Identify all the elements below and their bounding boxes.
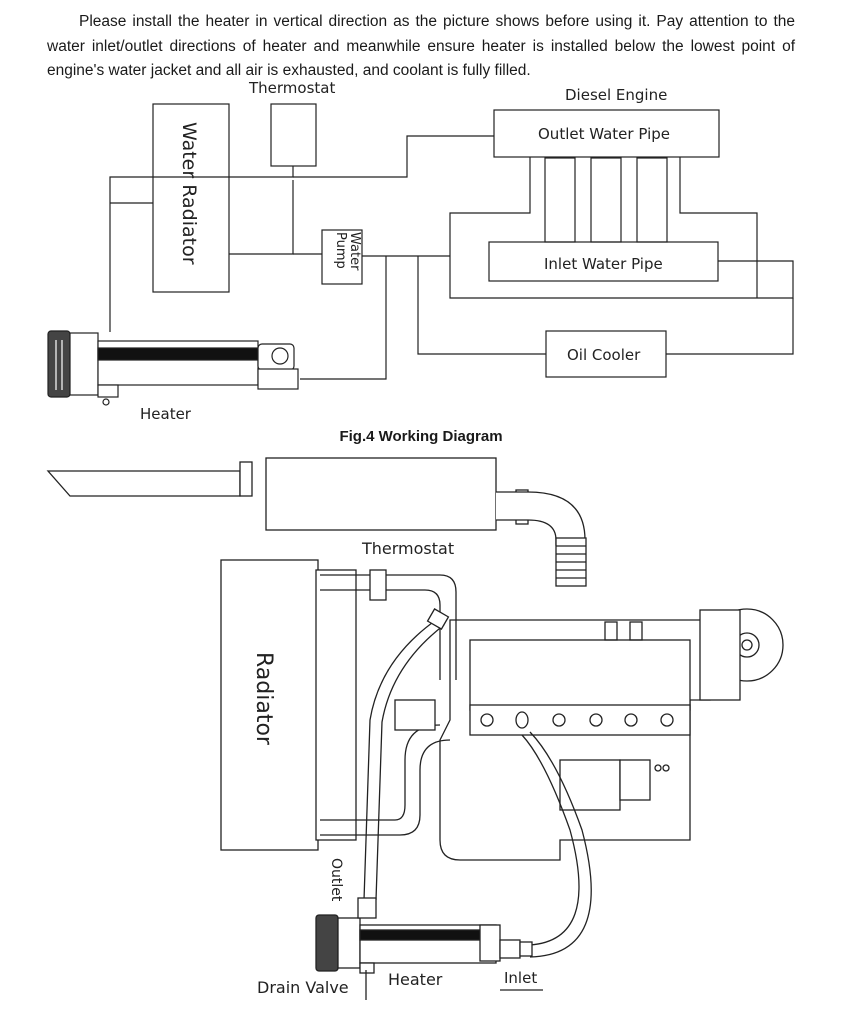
pipe (109, 166, 294, 332)
inlet-water-pipe-box (488, 241, 719, 282)
diesel-engine-label: Diesel Engine (565, 86, 668, 104)
heater-label-2: Heater (388, 970, 443, 989)
water-radiator-box (152, 103, 230, 293)
lower-hose (320, 739, 451, 836)
exhaust-clamp (239, 461, 253, 497)
pipe (417, 256, 546, 355)
heater-small (47, 330, 299, 406)
manifold (469, 704, 691, 736)
inlet-water-pipe-label: Inlet Water Pipe (544, 255, 663, 273)
thermostat-label: Thermostat (249, 79, 336, 97)
engine-frame-right (679, 157, 758, 298)
engine-frame-left (449, 157, 794, 299)
outlet-hose (363, 619, 437, 901)
muffler (265, 457, 497, 531)
outlet-label: Outlet (328, 858, 344, 902)
outlet-water-pipe-label: Outlet Water Pipe (538, 125, 670, 143)
heater-large (315, 897, 533, 974)
drain-valve-label: Drain Valve (257, 978, 349, 997)
intro-paragraph: Please install the heater in vertical di… (47, 13, 795, 79)
inlet-hose (521, 734, 580, 946)
pipe (666, 298, 794, 355)
radiator-fan-shroud (315, 569, 357, 841)
upper-hose (320, 574, 457, 680)
inlet-label: Inlet (504, 969, 538, 987)
pipe (293, 135, 494, 178)
oil-cooler-label: Oil Cooler (567, 346, 641, 364)
exhaust-elbow (496, 491, 586, 546)
radiator-label: Radiator (251, 652, 276, 745)
thermostat-label-2: Thermostat (362, 539, 455, 558)
water-pump-box (321, 229, 363, 285)
figure-caption: Fig.4 Working Diagram (339, 428, 503, 445)
engine-head (469, 639, 691, 711)
heater-label: Heater (140, 405, 191, 423)
exhaust-pipe (46, 470, 241, 497)
outlet-water-pipe-box (493, 109, 720, 158)
pipe (300, 256, 387, 380)
radiator-box (220, 559, 319, 851)
